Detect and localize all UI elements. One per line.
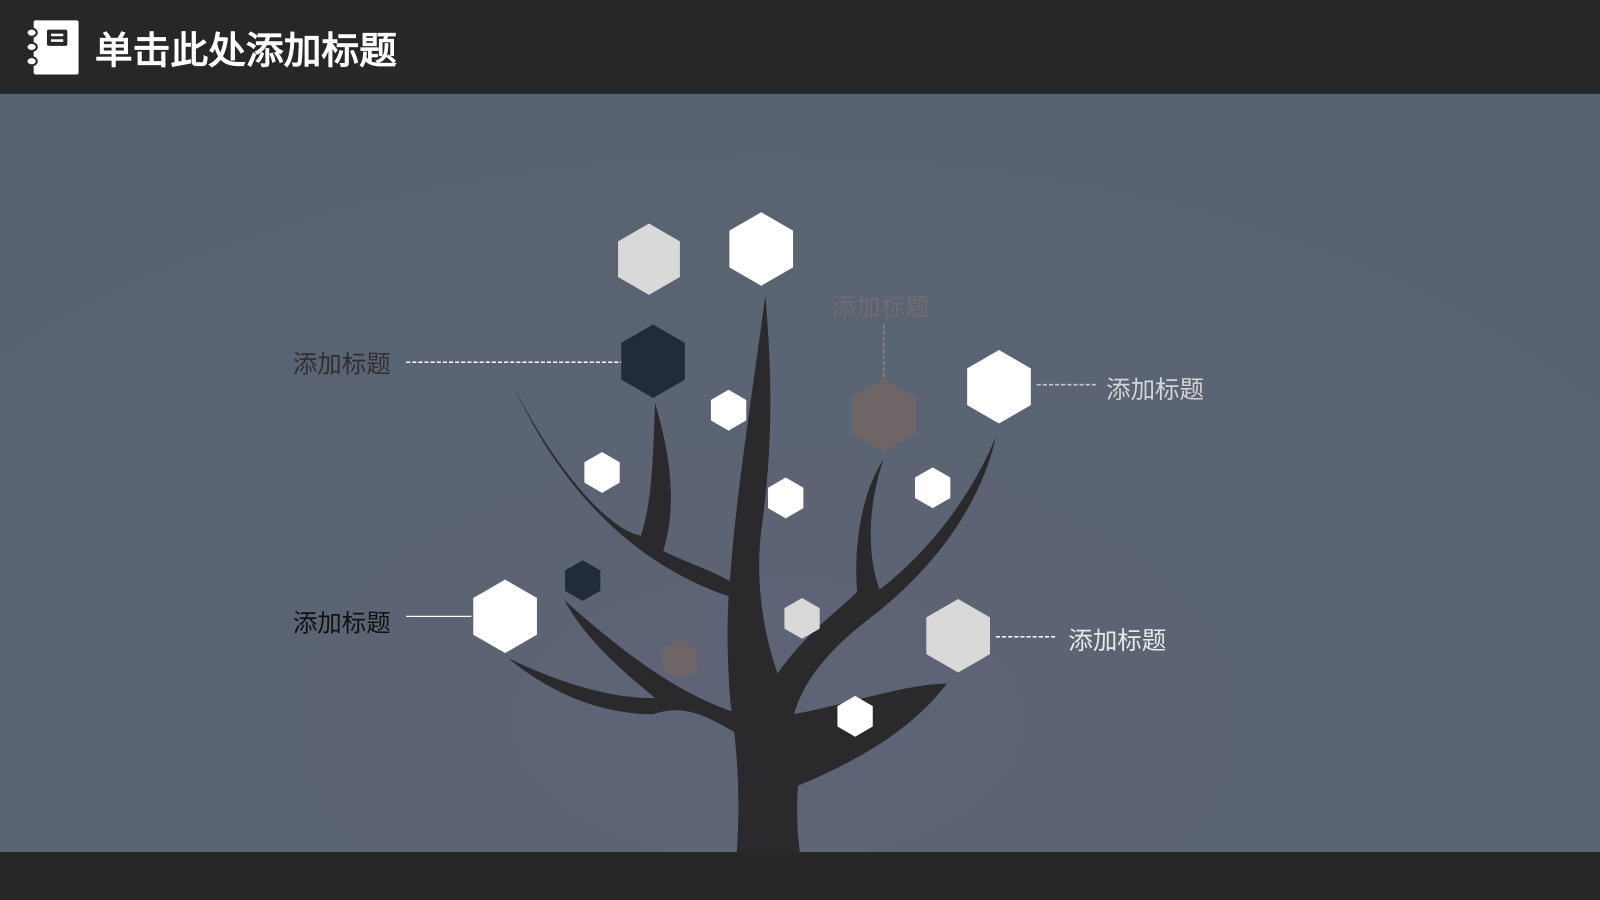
hexagon-shape	[837, 695, 873, 737]
tree-illustration	[508, 295, 996, 854]
hexagon-shape	[851, 378, 916, 453]
notebook-icon	[25, 20, 79, 75]
hexagon-shape	[618, 223, 680, 295]
label-right-lower[interactable]: 添加标题	[1068, 626, 1166, 655]
label-top-center[interactable]: 添加标题	[832, 292, 930, 321]
header-bar	[0, 0, 1600, 94]
hexagon-shape	[915, 467, 951, 509]
hexagon-shape	[710, 389, 747, 431]
hexagon-shape	[967, 350, 1031, 424]
hexagon-group	[473, 212, 1031, 737]
hexagon-shape	[926, 598, 990, 673]
footer-bar	[0, 852, 1600, 900]
hexagon-shape	[473, 579, 537, 654]
hexagon-shape	[621, 324, 685, 398]
label-right-upper[interactable]: 添加标题	[1106, 375, 1204, 404]
page-title[interactable]: 单击此处添加标题	[95, 28, 397, 72]
hexagon-shape	[584, 452, 620, 493]
hexagon-shape	[784, 597, 820, 639]
hexagon-shape	[729, 212, 794, 286]
hexagon-shape	[768, 477, 804, 519]
label-top-left[interactable]: 添加标题	[293, 349, 391, 378]
label-bottom-left[interactable]: 添加标题	[293, 609, 391, 638]
hexagon-shape	[565, 560, 601, 602]
hexagon-shape	[661, 638, 698, 680]
